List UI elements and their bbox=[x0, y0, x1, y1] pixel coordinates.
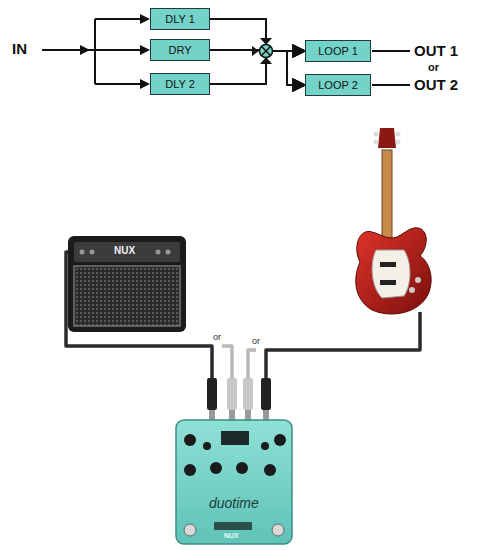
text-label: NUX bbox=[114, 245, 135, 256]
text-label: or bbox=[251, 337, 261, 347]
plugs bbox=[207, 378, 271, 422]
text-label: NUX bbox=[224, 532, 239, 540]
arrowheads bbox=[80, 14, 150, 89]
process-box: LOOP 1 bbox=[305, 40, 371, 62]
text-label: or bbox=[428, 61, 439, 73]
signal-connector bbox=[210, 50, 305, 85]
signal-connector bbox=[210, 51, 305, 85]
text-label: duotime bbox=[209, 496, 259, 511]
box-label: DRY bbox=[162, 44, 197, 56]
text-label: OUT 1 bbox=[414, 43, 458, 60]
box-label: DLY 2 bbox=[159, 78, 201, 90]
text-label: IN bbox=[12, 41, 27, 58]
process-box: DRY bbox=[150, 39, 210, 61]
signal-connector bbox=[210, 19, 305, 85]
cables bbox=[66, 252, 420, 380]
signal-connector bbox=[210, 51, 305, 84]
output-lines bbox=[372, 51, 410, 85]
text-label: OUT 2 bbox=[414, 77, 458, 94]
box-label: LOOP 2 bbox=[312, 79, 364, 91]
signal-connector bbox=[210, 19, 305, 51]
box-label: DLY 1 bbox=[159, 13, 201, 25]
process-box: DLY 1 bbox=[150, 8, 210, 30]
box-label: LOOP 1 bbox=[312, 45, 364, 57]
amplifier bbox=[68, 236, 186, 332]
process-box: DLY 2 bbox=[150, 73, 210, 95]
input-split bbox=[42, 19, 143, 84]
mixer-symbol bbox=[252, 38, 273, 64]
guitar bbox=[356, 128, 431, 314]
process-box: LOOP 2 bbox=[305, 74, 371, 96]
text-label: or bbox=[212, 333, 222, 343]
pedal bbox=[176, 420, 292, 544]
